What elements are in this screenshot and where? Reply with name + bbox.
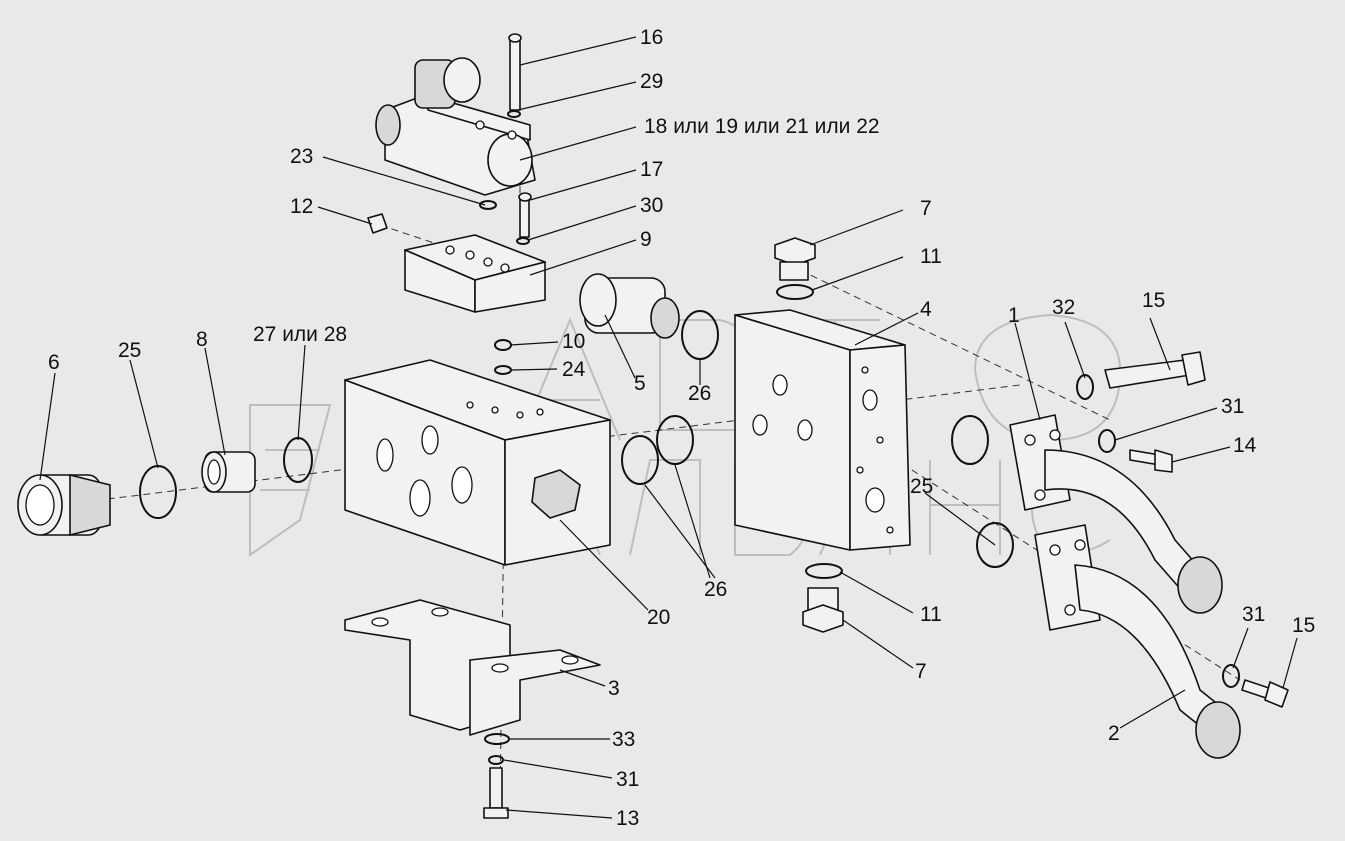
plug-7-top bbox=[774, 237, 816, 281]
label-24: 24 bbox=[562, 358, 586, 381]
label-13: 13 bbox=[616, 807, 639, 830]
washer-30 bbox=[516, 237, 530, 245]
label-6: 6 bbox=[48, 351, 60, 374]
washer-11-bottom bbox=[805, 563, 843, 579]
label-17: 17 bbox=[640, 158, 663, 181]
washer-31-right bbox=[1222, 664, 1240, 688]
label-11-top: 11 bbox=[920, 245, 942, 268]
washer-31-mid bbox=[1098, 429, 1116, 453]
leader-lines bbox=[39, 36, 1298, 819]
label-7-top: 7 bbox=[920, 197, 932, 220]
label-29: 29 bbox=[640, 70, 663, 93]
label-33: 33 bbox=[612, 728, 635, 751]
label-9: 9 bbox=[640, 228, 652, 251]
label-1: 1 bbox=[1008, 304, 1020, 327]
o-ring-23 bbox=[479, 200, 497, 210]
label-11-bottom: 11 bbox=[920, 603, 942, 626]
o-ring-25-left bbox=[139, 465, 177, 519]
label-5: 5 bbox=[634, 372, 646, 395]
main-block-20 bbox=[344, 359, 611, 566]
washer-11-top bbox=[776, 284, 814, 300]
label-31-right: 31 bbox=[1242, 603, 1265, 626]
bolt-14 bbox=[1129, 449, 1173, 473]
label-3: 3 bbox=[608, 677, 620, 700]
o-ring-25-right-b bbox=[976, 522, 1014, 568]
o-ring-27-28 bbox=[283, 437, 313, 483]
bolt-15-bottom bbox=[1241, 679, 1289, 708]
adapter-plate-9 bbox=[404, 234, 546, 313]
label-30: 30 bbox=[640, 194, 663, 217]
manifold-block-4 bbox=[734, 309, 911, 551]
pipe-assembly-2 bbox=[1034, 524, 1241, 759]
label-16: 16 bbox=[640, 26, 663, 49]
label-23: 23 bbox=[290, 145, 313, 168]
plug-12 bbox=[367, 213, 388, 234]
o-ring-26-a bbox=[681, 310, 719, 360]
fitting-8 bbox=[201, 451, 256, 493]
label-27-28: 27 или 28 bbox=[253, 323, 347, 346]
label-12: 12 bbox=[290, 195, 313, 218]
o-ring-25-right-a bbox=[951, 415, 989, 465]
label-25-left: 25 bbox=[118, 339, 141, 362]
washer-33 bbox=[484, 733, 510, 745]
o-ring-26-c bbox=[621, 435, 659, 485]
callout-labels: 16 29 18 или 19 или 21 или 22 17 30 9 23… bbox=[48, 26, 1315, 830]
label-18: 18 или 19 или 21 или 22 bbox=[644, 115, 880, 138]
label-10: 10 bbox=[562, 330, 585, 353]
washer-24 bbox=[494, 365, 512, 375]
label-15-top: 15 bbox=[1142, 289, 1165, 312]
bolt-15-top bbox=[1104, 351, 1206, 389]
label-32: 32 bbox=[1052, 296, 1075, 319]
label-4: 4 bbox=[920, 298, 932, 321]
washer-32 bbox=[1076, 374, 1094, 400]
screw-16 bbox=[508, 33, 522, 111]
bracket-3 bbox=[344, 599, 601, 736]
label-14: 14 bbox=[1233, 434, 1257, 457]
label-26-a: 26 bbox=[688, 382, 711, 405]
label-2: 2 bbox=[1108, 722, 1120, 745]
pipe-assembly-1 bbox=[1009, 414, 1223, 614]
label-8: 8 bbox=[196, 328, 208, 351]
plug-7-bottom bbox=[802, 587, 844, 633]
label-31-bottom: 31 bbox=[616, 768, 639, 791]
washer-10 bbox=[494, 339, 512, 351]
o-ring-26-b bbox=[656, 415, 694, 465]
label-25-right: 25 bbox=[910, 475, 933, 498]
fitting-6 bbox=[17, 473, 111, 537]
washer-31-bottom bbox=[488, 755, 504, 765]
label-7-bottom: 7 bbox=[915, 660, 927, 683]
screw-17 bbox=[518, 192, 532, 238]
bolt-13 bbox=[483, 767, 509, 819]
solenoid-valve bbox=[375, 57, 536, 196]
label-15-bottom: 15 bbox=[1292, 614, 1315, 637]
fitting-5 bbox=[579, 273, 680, 339]
label-31-mid: 31 bbox=[1221, 395, 1244, 418]
label-26-b: 26 bbox=[704, 578, 727, 601]
label-20: 20 bbox=[647, 606, 670, 629]
washer-29 bbox=[507, 110, 521, 118]
